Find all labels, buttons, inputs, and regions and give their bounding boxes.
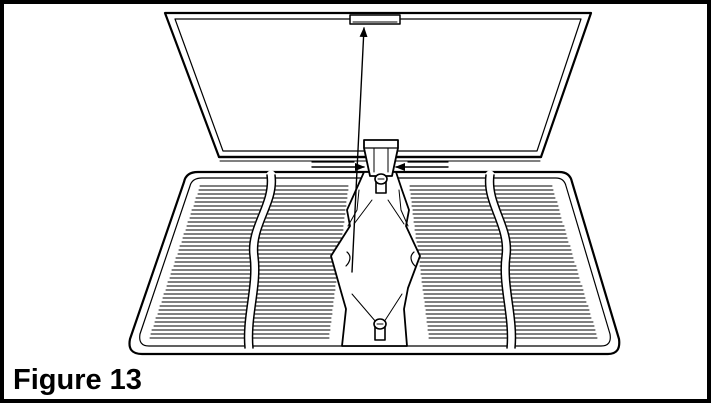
arrow-icon [351, 27, 368, 273]
grille-dividers [243, 170, 517, 353]
center-spine-panel [330, 171, 421, 347]
lid-latch-slot [349, 14, 401, 25]
left-push-arrow-icon [311, 161, 365, 171]
upper-screw [374, 173, 388, 194]
illustration [128, 11, 621, 356]
filter-lid [163, 11, 593, 162]
center-latch-tab [363, 139, 399, 177]
figure-caption: Figure 13 [13, 364, 142, 396]
lower-screw [373, 318, 387, 341]
right-push-arrow-icon [395, 161, 449, 171]
